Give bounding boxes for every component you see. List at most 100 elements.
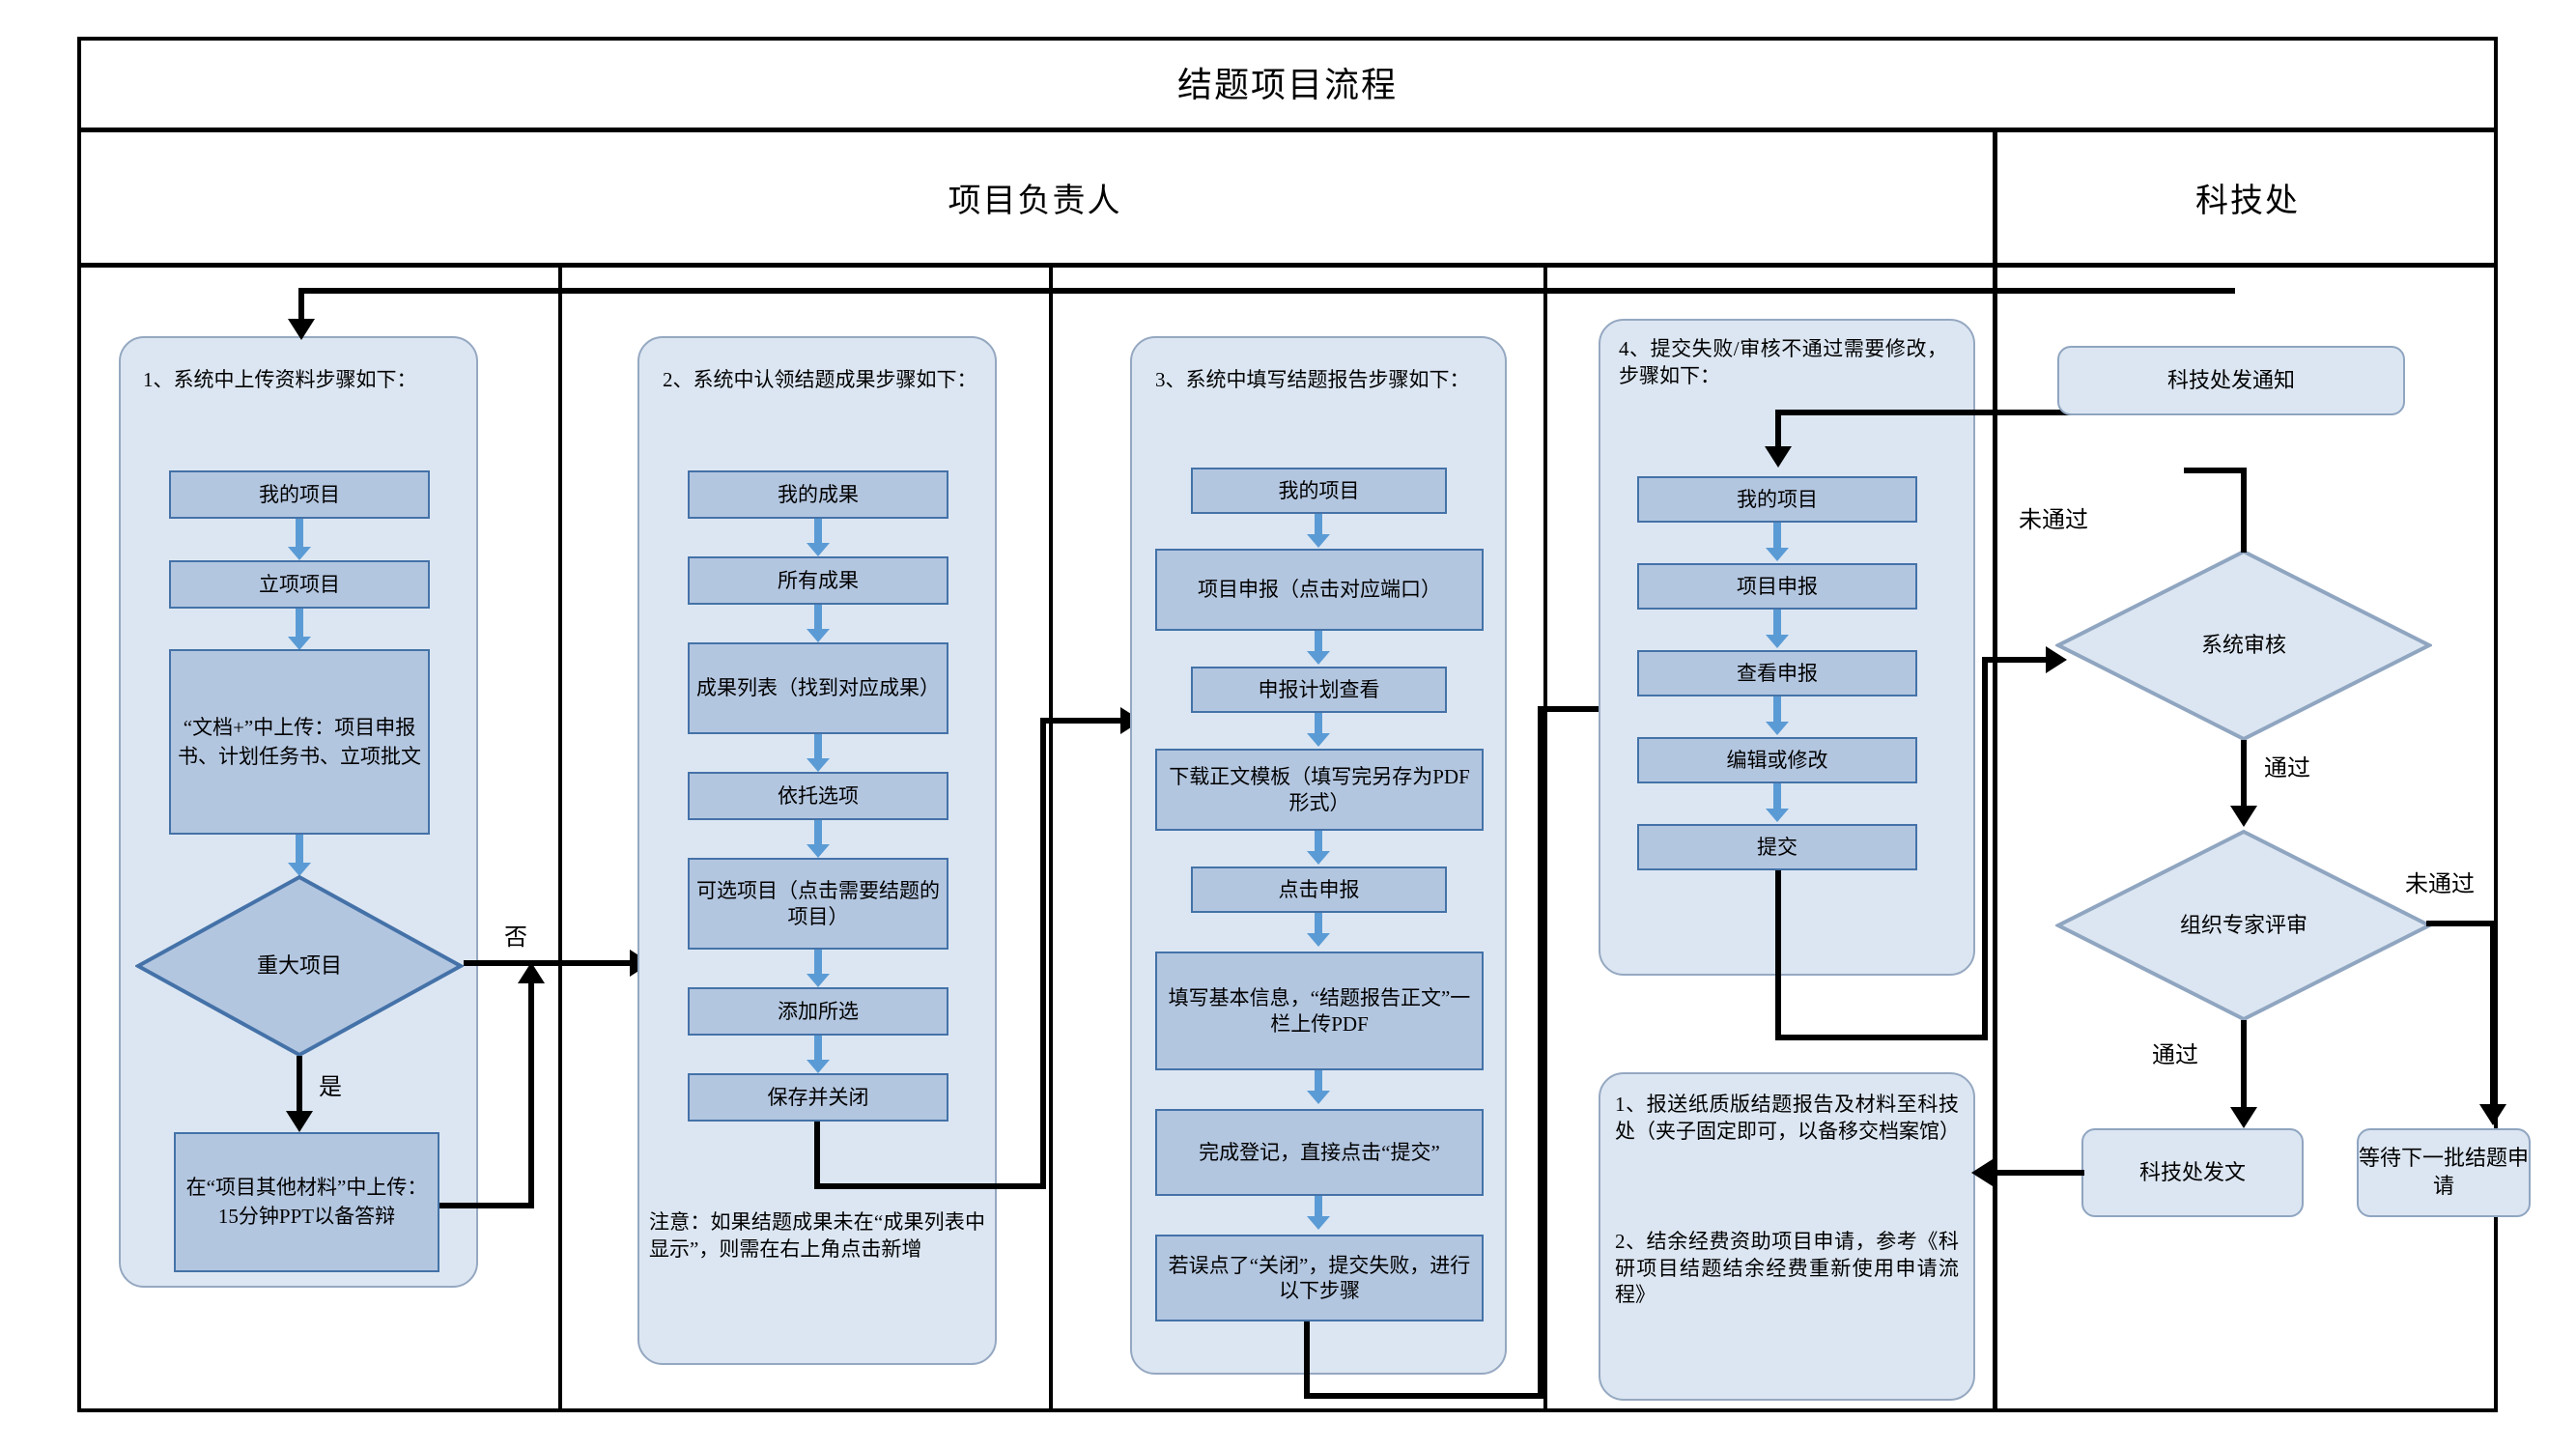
col4-step-1[interactable]: 我的项目: [1637, 476, 1917, 523]
col2-arrowhead-4: [807, 844, 830, 858]
col2-step-2[interactable]: 所有成果: [688, 556, 948, 605]
col2-step-7[interactable]: 保存并关闭: [688, 1073, 948, 1122]
office-fail1-vertical: [2241, 468, 2247, 553]
office-pass2-vertical: [2241, 1020, 2247, 1113]
group-column-4-note: [1599, 1072, 1975, 1401]
office-fail1-horizontal: [2184, 468, 2244, 473]
col2-step-5[interactable]: 可选项目（点击需要结题的项目）: [688, 858, 948, 950]
col3-step-2[interactable]: 项目申报（点击对应端口）: [1155, 549, 1484, 631]
office-fail2-horizontal: [2426, 921, 2496, 926]
col1-arrow-1: [296, 519, 303, 550]
swimlane-frame: [77, 37, 2498, 1412]
office-decision-system-review[interactable]: 系统审核: [2053, 549, 2434, 742]
col4-arrowhead-1: [1766, 548, 1789, 561]
diamond-shape: [133, 874, 466, 1058]
office-result-wait[interactable]: 等待下一批结题申请: [2357, 1128, 2531, 1217]
col1-step-2[interactable]: 立项项目: [169, 560, 430, 609]
lane-title-office: 科技处: [2195, 184, 2300, 219]
col4-entry-horizontal: [1775, 410, 2187, 415]
office-decision-1-label: 系统审核: [2200, 633, 2286, 658]
col4-step-2[interactable]: 项目申报: [1637, 563, 1917, 610]
col4-step-4[interactable]: 编辑或修改: [1637, 737, 1917, 783]
office-pass2-arrowhead: [2230, 1107, 2257, 1128]
col3-arrowhead-5: [1307, 933, 1330, 947]
col4-exit-horizontal-top: [1982, 657, 2053, 663]
col2-exit-vertical: [814, 1122, 820, 1189]
office-fail1-label: 未通过: [2019, 508, 2088, 533]
col3-arrow-7: [1315, 1196, 1322, 1219]
col2-step-6[interactable]: 添加所选: [688, 987, 948, 1036]
col3-arrowhead-1: [1307, 534, 1330, 548]
office-result-publish[interactable]: 科技处发文: [2081, 1128, 2304, 1217]
col3-exit-horizontal-top: [1538, 706, 1617, 712]
col1-arrowhead-3: [288, 863, 311, 876]
office-pass1-arrowhead: [2230, 806, 2257, 827]
sublane-divider-1: [558, 268, 562, 1412]
col3-arrow-4: [1315, 831, 1322, 854]
col3-arrow-3: [1315, 713, 1322, 736]
col2-arrow-5: [814, 950, 822, 977]
office-decision-expert-review[interactable]: 组织专家评审: [2053, 829, 2434, 1022]
col3-step-1[interactable]: 我的项目: [1191, 468, 1447, 514]
col4-arrow-1: [1773, 523, 1781, 551]
col1-entry-arrowhead: [288, 319, 315, 340]
col3-step-6[interactable]: 填写基本信息，“结题报告正文”一栏上传PDF: [1155, 952, 1484, 1070]
col2-arrow-2: [814, 605, 822, 632]
col3-step-8[interactable]: 若误点了“关闭”，提交失败，进行以下步骤: [1155, 1235, 1484, 1321]
col1-no-label: 否: [504, 925, 527, 951]
col3-arrow-2: [1315, 631, 1322, 654]
col1-loop-arrowhead: [518, 962, 545, 983]
col4-entry-arrowhead: [1765, 446, 1792, 468]
col4-exit-vertical: [1775, 870, 1781, 1040]
col2-step-4[interactable]: 依托选项: [688, 772, 948, 820]
col3-exit-horizontal-bottom: [1304, 1393, 1543, 1399]
col1-step-1[interactable]: 我的项目: [169, 470, 430, 519]
office-decision-2-label: 组织专家评审: [2179, 913, 2307, 938]
col2-step-1[interactable]: 我的成果: [688, 470, 948, 519]
col1-entry-vertical: [298, 288, 304, 334]
col2-arrowhead-2: [807, 629, 830, 642]
col3-arrow-5: [1315, 913, 1322, 936]
col2-exit-horizontal-top: [1040, 718, 1129, 724]
office-pass1-vertical: [2241, 740, 2247, 811]
col2-arrowhead-5: [807, 974, 830, 987]
col1-decision-label: 重大项目: [256, 953, 342, 979]
col4-arrowhead-3: [1766, 722, 1789, 735]
col4-entry-vertical: [1775, 410, 1781, 452]
office-fail2-label: 未通过: [2405, 872, 2475, 897]
col1-arrow-2: [296, 609, 303, 639]
col3-arrow-6: [1315, 1070, 1322, 1094]
col4-arrowhead-4: [1766, 809, 1789, 822]
sublane-divider-3: [1543, 268, 1547, 1412]
col3-arrowhead-4: [1307, 851, 1330, 865]
col3-step-7[interactable]: 完成登记，直接点击“提交”: [1155, 1109, 1484, 1196]
office-notice-box[interactable]: 科技处发通知: [2057, 346, 2405, 415]
col4-arrowhead-2: [1766, 635, 1789, 648]
column-1-heading: 1、系统中上传资料步骤如下：: [143, 368, 417, 391]
col4-step-5[interactable]: 提交: [1637, 824, 1917, 870]
col3-step-3[interactable]: 申报计划查看: [1191, 667, 1447, 713]
col1-decision-major-project[interactable]: 重大项目: [133, 874, 466, 1058]
col2-step-3[interactable]: 成果列表（找到对应成果）: [688, 642, 948, 734]
col4-exit-vertical-up: [1982, 657, 1988, 1040]
col1-final-box[interactable]: 在“项目其他材料”中上传：15分钟PPT以备答辩: [174, 1132, 439, 1272]
col3-step-4[interactable]: 下载正文模板（填写完另存为PDF形式）: [1155, 749, 1484, 831]
office-pass2-label: 通过: [2152, 1043, 2198, 1068]
page-title: 结题项目流程: [1176, 66, 1398, 104]
col4-step-3[interactable]: 查看申报: [1637, 650, 1917, 696]
office-fail2-vertical: [2490, 921, 2496, 1110]
col4-arrow-3: [1773, 696, 1781, 724]
col1-step-3[interactable]: “文档+”中上传：项目申报书、计划任务书、立项批文: [169, 649, 430, 835]
col1-arrow-3: [296, 835, 303, 866]
col2-arrowhead-6: [807, 1060, 830, 1073]
sublane-divider-2: [1049, 268, 1053, 1412]
col3-step-5[interactable]: 点击申报: [1191, 867, 1447, 913]
col2-arrow-1: [814, 519, 822, 546]
col3-arrowhead-7: [1307, 1216, 1330, 1230]
col2-arrowhead-3: [807, 758, 830, 772]
col4-note-1: 1、报送纸质版结题报告及材料至科技处（夹子固定即可，以备移交档案馆）: [1615, 1093, 1960, 1143]
office-to-owner-horizontal: [1993, 1170, 2084, 1176]
col1-entry-horizontal: [298, 288, 2235, 294]
col1-no-connector-horizontal: [464, 960, 639, 966]
